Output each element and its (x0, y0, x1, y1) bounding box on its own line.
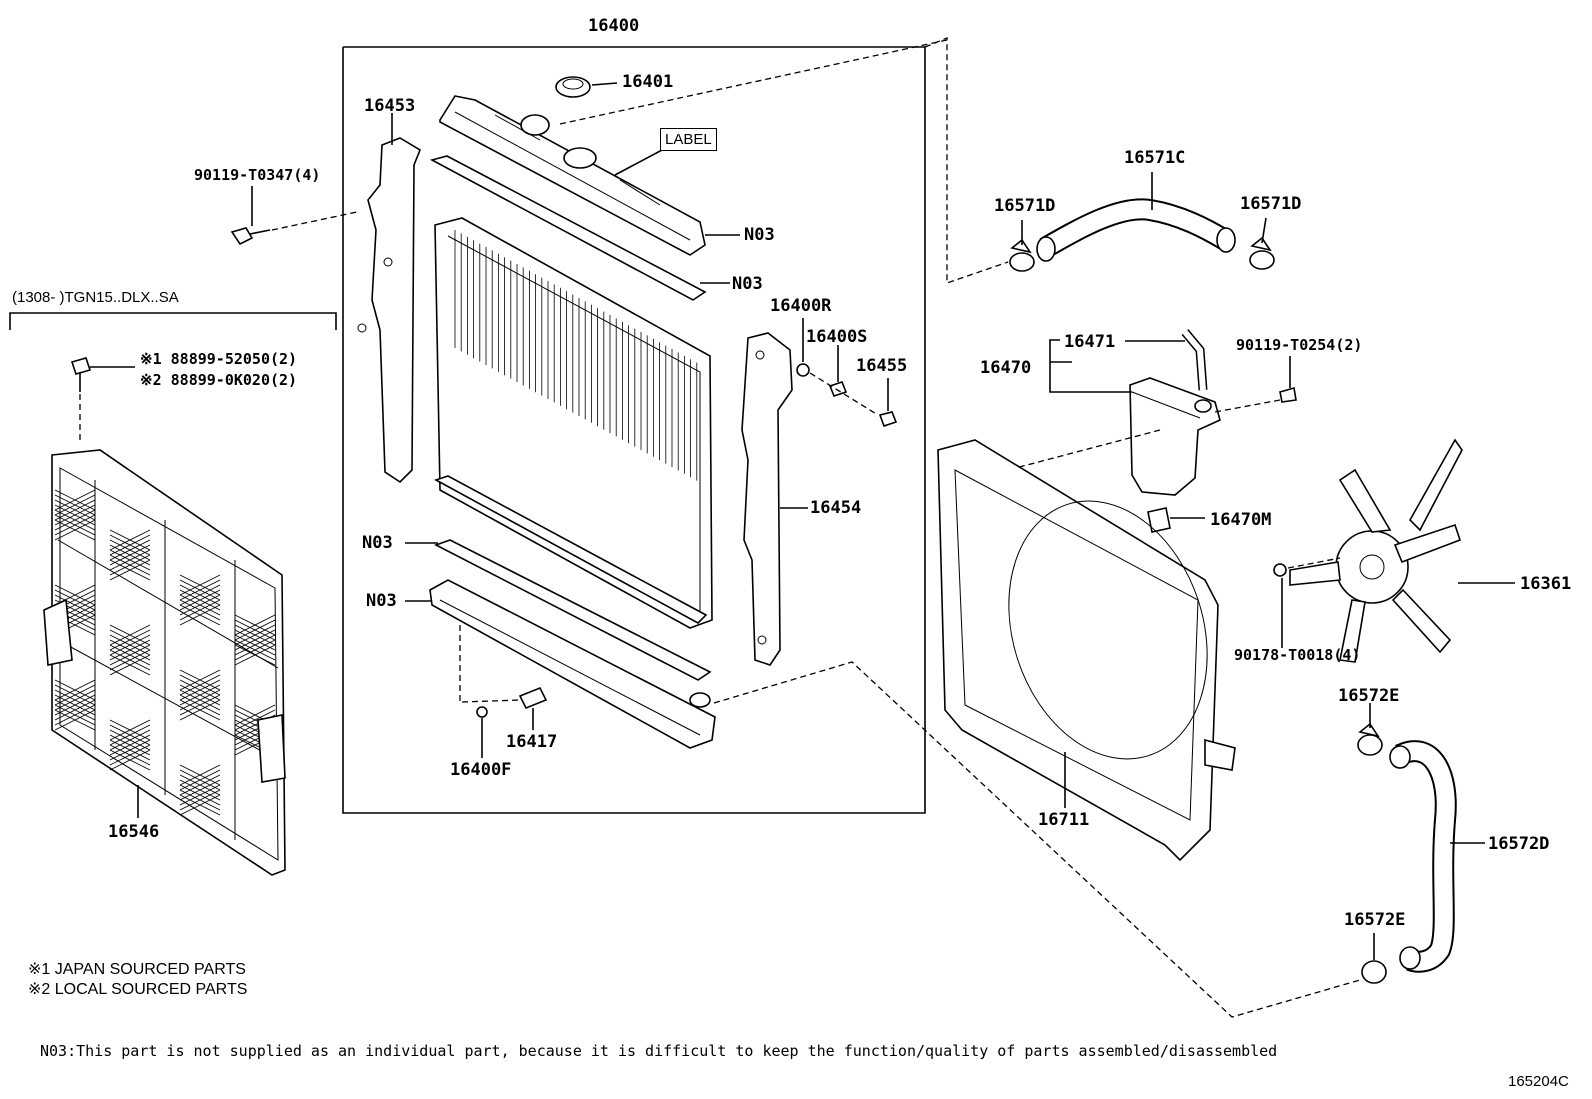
part-label-16470m: 16470M (1210, 510, 1272, 530)
part-label-16470: 16470 (980, 358, 1032, 378)
cooling-fan (1289, 438, 1515, 663)
bolt-88899 (70, 357, 135, 440)
part-label-16571d-right: 16571D (1240, 194, 1302, 214)
side-support-right (741, 332, 808, 666)
part-label-16400r: 16400R (770, 296, 832, 316)
figure-id: 165204C (1508, 1073, 1569, 1090)
radiator-core (434, 217, 713, 629)
part-label-16471: 16471 (1064, 332, 1116, 352)
fan-shroud (937, 439, 1236, 862)
hose-16572d (1389, 740, 1485, 973)
o-ring-16400f (476, 706, 488, 718)
part-label-90119-t0254: 90119-T0254(2) (1236, 336, 1363, 354)
bolt-90119-t0254 (1279, 386, 1297, 403)
note-local-sourced: ※2 LOCAL SOURCED PARTS (28, 981, 248, 998)
part-label-16572e-top: 16572E (1338, 686, 1400, 706)
part-label-16361: 16361 (1520, 574, 1572, 594)
part-label-n03-d: N03 (366, 591, 397, 611)
part-label-16401: 16401 (622, 72, 674, 92)
drain-cock-16417 (518, 686, 548, 710)
upper-tank (439, 95, 740, 256)
label-callout: LABEL (660, 128, 717, 151)
reservoir-hose-16471 (1125, 329, 1208, 391)
radiator-assembly-frame (342, 46, 926, 814)
clamp-16571d-right (1249, 217, 1275, 270)
part-label-n03-b: N03 (732, 274, 763, 294)
part-label-bolt1: ※1 88899-52050(2) (140, 350, 298, 368)
reservoir-tank (1049, 339, 1221, 496)
side-support-left (357, 113, 421, 484)
part-label-n03-c: N03 (362, 533, 393, 553)
grommet-16400r (796, 363, 810, 377)
part-label-16455: 16455 (856, 356, 908, 376)
part-label-16571d-left: 16571D (994, 196, 1056, 216)
part-label-bolt2: ※2 88899-0K020(2) (140, 371, 298, 389)
nut-90178-t0018 (1273, 563, 1287, 577)
note-japan-sourced: ※1 JAPAN SOURCED PARTS (28, 961, 246, 978)
clamp-16571d-left (1009, 220, 1035, 272)
part-label-90178-t0018: 90178-T0018(4) (1234, 646, 1361, 664)
footer-n03-note: N03:This part is not supplied as an indi… (40, 1042, 1278, 1060)
clamp-16572e-bottom (1361, 933, 1387, 984)
clamp-16572e-top (1357, 703, 1383, 756)
part-label-16400f: 16400F (450, 760, 512, 780)
part-label-16453: 16453 (364, 96, 416, 116)
bolt-90119-t0347 (230, 186, 358, 246)
part-label-16571c: 16571C (1124, 148, 1186, 168)
part-label-n03-a: N03 (744, 225, 775, 245)
lower-tank (405, 579, 716, 749)
radiator-cap (555, 76, 618, 98)
part-label-16400: 16400 (588, 16, 640, 36)
part-label-16400s: 16400S (806, 327, 868, 347)
part-label-16417: 16417 (506, 732, 558, 752)
part-label-16711: 16711 (1038, 810, 1090, 830)
part-label-16572d: 16572D (1488, 834, 1550, 854)
cushion-16470m (1147, 507, 1171, 533)
model-range: (1308- )TGN15..DLX..SA (12, 289, 179, 306)
part-label-16454: 16454 (810, 498, 862, 518)
part-label-16546: 16546 (108, 822, 160, 842)
part-label-90119-t0347: 90119-T0347(4) (194, 166, 321, 184)
part-label-16572e-bottom: 16572E (1344, 910, 1406, 930)
nut-16400s (828, 381, 848, 397)
hose-16571c (1036, 172, 1236, 262)
radiator-cover-16546 (43, 449, 286, 876)
bolt-16455 (878, 411, 898, 428)
